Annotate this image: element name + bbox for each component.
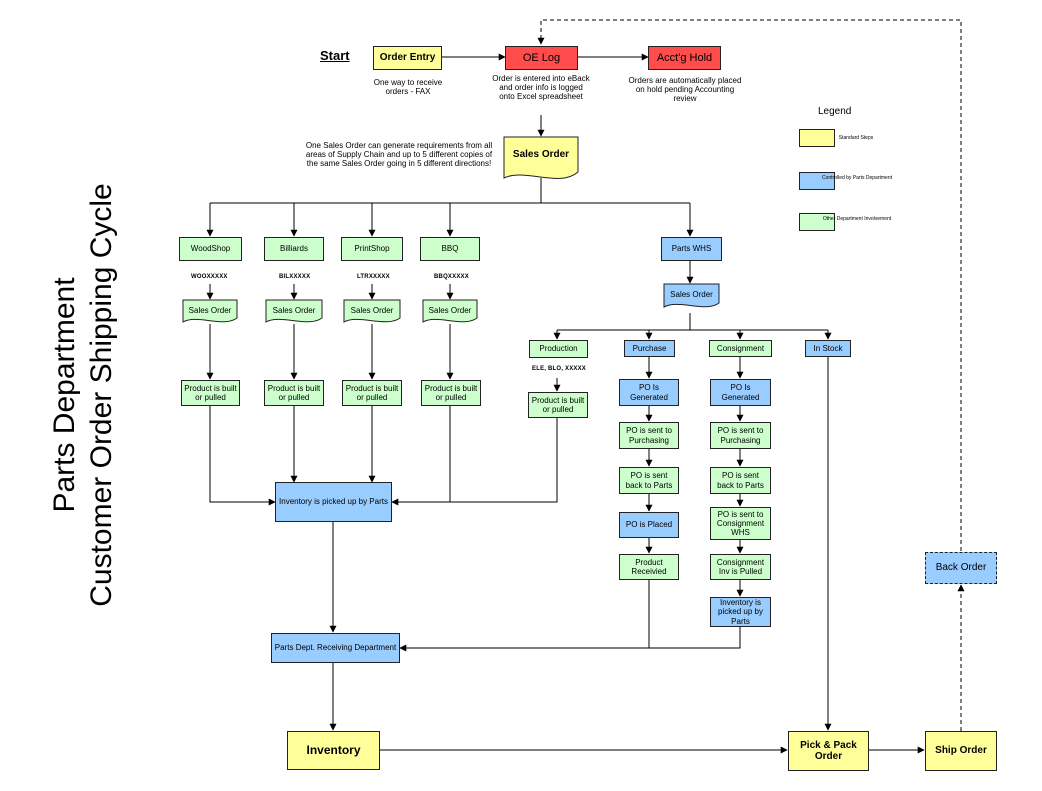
page-title-line-2: Customer Order Shipping Cycle (85, 183, 118, 607)
order-entry-note: One way to receive orders - FAX (373, 78, 443, 97)
legend-other-label: Other Department Involvement (822, 216, 892, 222)
back-order-box[interactable]: Back Order (925, 552, 997, 584)
billiards-built-step[interactable]: Product is built or pulled (264, 380, 324, 406)
purchase-po-sent-purchasing[interactable]: PO is sent to Purchasing (619, 422, 679, 449)
bbq-sales-order[interactable]: Sales Order (428, 305, 472, 315)
parts-whs-doc-shape (663, 283, 720, 308)
pick-pack-order-box[interactable]: Pick & Pack Order (788, 731, 869, 771)
page-title: Parts Department Customer Order Shipping… (23, 95, 143, 695)
bbq-built-step[interactable]: Product is built or pulled (421, 380, 481, 406)
oe-log-note: Order is entered into eBack and order in… (492, 74, 590, 102)
woodshop-built-step[interactable]: Product is built or pulled (181, 380, 240, 406)
acct-hold-box[interactable]: Acct'g Hold (648, 46, 721, 70)
sales-order-main-doc-shape (503, 136, 579, 179)
printshop-doc-shape (343, 299, 401, 323)
purchase-box[interactable]: Purchase (624, 340, 675, 357)
production-box[interactable]: Production (529, 340, 588, 358)
purchase-product-received[interactable]: Product Receivied (619, 554, 679, 580)
legend-other-swatch (799, 213, 835, 231)
start-label: Start (320, 48, 350, 63)
parts-whs-sales-order[interactable]: Sales Order (670, 290, 713, 299)
consignment-po-sent-purchasing[interactable]: PO is sent to Purchasing (710, 422, 771, 449)
legend-standard-swatch (799, 129, 835, 147)
acct-hold-note: Orders are automatically placed on hold … (628, 76, 742, 104)
consignment-po-sent-whs[interactable]: PO is sent to Consignment WHS (710, 507, 771, 540)
printshop-built-step[interactable]: Product is built or pulled (342, 380, 402, 406)
bbq-box[interactable]: BBQ (420, 237, 480, 261)
legend-parts-label: Controlled by Parts Department (821, 175, 893, 181)
woodshop-sales-order[interactable]: Sales Order (188, 305, 232, 315)
order-entry-box[interactable]: Order Entry (373, 46, 442, 70)
printshop-box[interactable]: PrintShop (341, 237, 403, 261)
purchase-po-sent-back[interactable]: PO is sent back to Parts (619, 467, 679, 494)
in-stock-box[interactable]: In Stock (805, 340, 851, 357)
consignment-inventory-picked[interactable]: Inventory is picked up by Parts (710, 597, 771, 627)
sales-order-note: One Sales Order can generate requirement… (305, 141, 493, 169)
consignment-inv-pulled[interactable]: Consignment Inv is Pulled (710, 554, 771, 580)
production-built-step[interactable]: Product is built or pulled (528, 392, 588, 418)
consignment-po-sent-back[interactable]: PO is sent back to Parts (710, 467, 771, 494)
consignment-po-generated[interactable]: PO Is Generated (710, 379, 771, 406)
ship-order-box[interactable]: Ship Order (925, 731, 997, 771)
billiards-code: BILXXXXX (279, 274, 311, 280)
printshop-code: LTRXXXXX (357, 274, 390, 280)
purchase-po-placed[interactable]: PO is Placed (619, 512, 679, 538)
legend-standard-label: Standard Steps (838, 135, 874, 141)
production-code: ELE, BLO, XXXXX (532, 366, 587, 372)
billiards-box[interactable]: Billiards (264, 237, 324, 261)
woodshop-code: WOOXXXXX (191, 274, 228, 280)
inventory-picked-box[interactable]: Inventory is picked up by Parts (275, 482, 392, 522)
billiards-doc-shape (265, 299, 323, 323)
sales-order-main-label[interactable]: Sales Order (512, 148, 570, 160)
billiards-sales-order[interactable]: Sales Order (272, 305, 316, 315)
purchase-po-generated[interactable]: PO Is Generated (619, 379, 679, 406)
oe-log-box[interactable]: OE Log (505, 46, 578, 70)
receiving-department-box[interactable]: Parts Dept. Receiving Department (271, 633, 400, 663)
consignment-box[interactable]: Consignment (709, 340, 772, 357)
printshop-sales-order[interactable]: Sales Order (350, 305, 394, 315)
bbq-doc-shape (422, 299, 478, 323)
woodshop-box[interactable]: WoodShop (179, 237, 242, 261)
woodshop-doc-shape (182, 299, 238, 323)
legend-title: Legend (818, 106, 852, 117)
bbq-code: BBQXXXXX (434, 274, 469, 280)
parts-whs-box[interactable]: Parts WHS (661, 237, 722, 261)
inventory-box[interactable]: Inventory (287, 731, 380, 770)
legend-parts-swatch (799, 172, 835, 190)
page-title-line-1: Parts Department (47, 277, 81, 513)
